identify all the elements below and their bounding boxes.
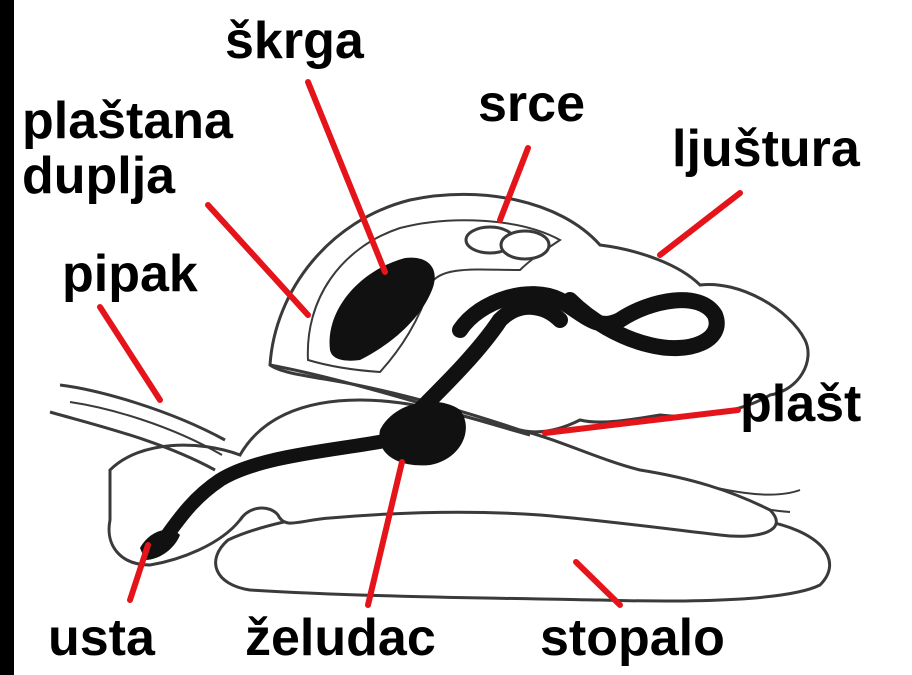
label-pipak: pipak (62, 248, 198, 300)
label-skrga: škrga (225, 15, 364, 67)
label-ljustura: ljuštura (672, 123, 860, 175)
label-zeludac: želudac (245, 612, 436, 664)
pointer-pipak (100, 307, 160, 400)
label-srce: srce (478, 78, 585, 130)
tentacle-upper (60, 385, 225, 440)
label-stopalo: stopalo (540, 612, 725, 664)
label-usta: usta (48, 612, 155, 664)
pointer-ljustura (660, 193, 740, 255)
label-duplja: duplja (22, 150, 175, 202)
heart-right (501, 231, 549, 259)
pointer-plastana-duplja (208, 205, 308, 315)
label-plastana: plaštana (22, 95, 233, 147)
label-plast: plašt (740, 378, 861, 430)
